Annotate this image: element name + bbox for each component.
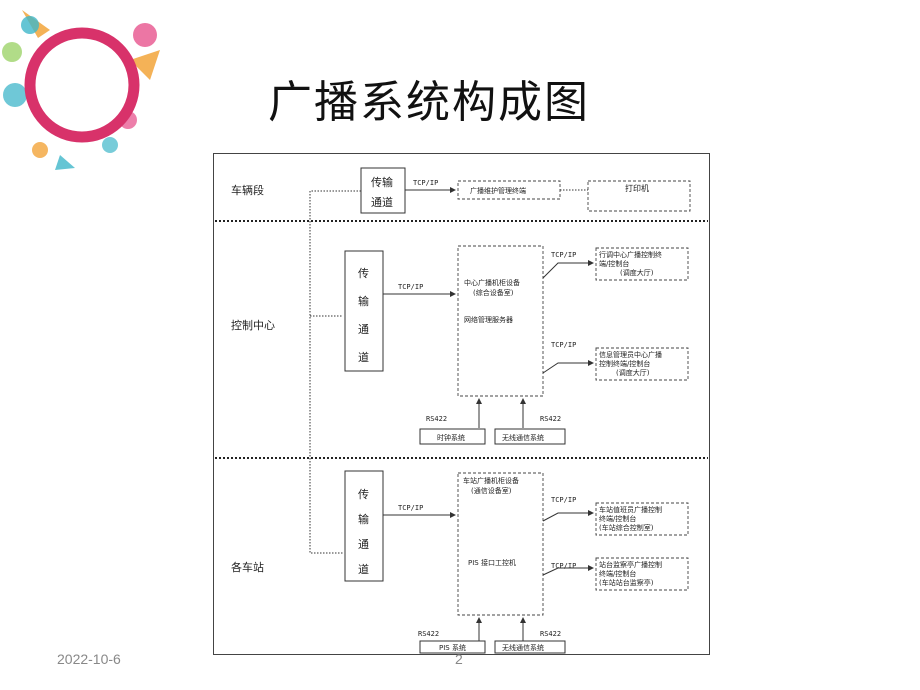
diagram-protocols-rs422: RS422 bbox=[418, 630, 439, 638]
decorative-logo-icon bbox=[2, 10, 160, 170]
diagram-control-dispatch-terminal-1: 端/控制台 bbox=[599, 259, 629, 268]
printer-label: 打印机 bbox=[625, 183, 649, 193]
diagram-control-info-terminal-1: 控制终端/控制台 bbox=[599, 359, 650, 368]
diagram-station-platform-terminal-2: (车站站台监察亭) bbox=[599, 578, 654, 587]
center-cabinet-box bbox=[457, 245, 544, 397]
diagram-station-platform-terminal-0: 站台监察亭广播控制 bbox=[599, 560, 662, 569]
diagram-station-transmission-0: 传 bbox=[358, 488, 369, 501]
station-transmission-box bbox=[344, 470, 384, 582]
path-shape bbox=[542, 260, 594, 279]
diagram-station-transmission-3: 道 bbox=[358, 562, 369, 576]
duty-terminal-box bbox=[595, 502, 689, 536]
diagram-protocols-tcp: TCP/IP bbox=[413, 179, 438, 187]
depot-transmission-line1: 传输 bbox=[371, 175, 393, 189]
diagram-station-duty-terminal-2: (车站综合控制室) bbox=[599, 523, 654, 532]
depot-maintenance-terminal: 广播维护管理终端 bbox=[470, 186, 526, 195]
broadcast-system-diagram: 车辆段 控制中心 各车站 传输 通道 TCP/IP 广播维护管理终端 打印机 传… bbox=[213, 153, 710, 655]
diagram-control-dispatch-terminal-2: (调度大厅) bbox=[620, 268, 654, 277]
diagram-station-duty-terminal-1: 终端/控制台 bbox=[599, 514, 636, 523]
diagram-control-info-terminal-2: (调度大厅) bbox=[616, 368, 650, 377]
diagram-control-transmission-1: 输 bbox=[358, 294, 369, 308]
printer-box bbox=[587, 180, 691, 212]
path-shape bbox=[542, 565, 594, 576]
section-label-depot: 车辆段 bbox=[231, 183, 264, 197]
station-radio-system-label: 无线通信系统 bbox=[502, 643, 544, 652]
section-label-control: 控制中心 bbox=[231, 318, 275, 332]
diagram-station-transmission-1: 输 bbox=[358, 512, 369, 526]
diagram-station-transmission-2: 通 bbox=[358, 538, 369, 551]
diagram-protocols-tcp: TCP/IP bbox=[551, 496, 576, 504]
diagram-control-dispatch-terminal-0: 行调中心广播控制终 bbox=[599, 250, 662, 259]
depot-transmission-line2: 通道 bbox=[371, 195, 393, 209]
clock-system-box bbox=[419, 428, 486, 445]
center-cabinet-line2: (综合设备室) bbox=[473, 288, 514, 297]
diagram-control-transmission-2: 通 bbox=[358, 323, 369, 336]
station-radio-system-box bbox=[494, 640, 566, 654]
page-title: 广播系统构成图 bbox=[268, 77, 590, 128]
center-cabinet-line1: 中心广播机柜设备 bbox=[464, 278, 520, 287]
diagram-control-info-terminal-0: 信息管理员中心广播 bbox=[599, 350, 662, 359]
diagram-protocols-rs422: RS422 bbox=[540, 630, 561, 638]
diagram-protocols-rs422: RS422 bbox=[426, 415, 447, 423]
diagram-protocols-tcp: TCP/IP bbox=[551, 341, 576, 349]
diagram-protocols-rs422: RS422 bbox=[540, 415, 561, 423]
footer-date: 2022-10-6 bbox=[57, 651, 121, 667]
center-radio-system-box bbox=[494, 428, 566, 445]
diagram-protocols-tcp: TCP/IP bbox=[551, 251, 576, 259]
diagram-control-transmission-0: 传 bbox=[358, 267, 369, 280]
center-radio-system-label: 无线通信系统 bbox=[502, 433, 544, 442]
station-cabinet-box bbox=[457, 472, 544, 616]
section-label-station: 各车站 bbox=[231, 560, 264, 574]
dispatch-terminal-box bbox=[595, 247, 689, 281]
footer-page-number: 2 bbox=[455, 651, 463, 667]
info-terminal-box bbox=[595, 347, 689, 381]
diagram-protocols-tcp: TCP/IP bbox=[551, 562, 576, 570]
station-cabinet-line2: (通信设备室) bbox=[471, 486, 512, 495]
station-cabinet-line1: 车站广播机柜设备 bbox=[463, 476, 519, 485]
clock-system-label: 时钟系统 bbox=[437, 433, 465, 442]
diagram-protocols-tcp: TCP/IP bbox=[398, 504, 423, 512]
path-shape bbox=[542, 360, 594, 374]
path-shape bbox=[542, 510, 594, 522]
pis-system-box bbox=[419, 640, 486, 654]
pis-system-label: PIS 系统 bbox=[439, 643, 466, 652]
diagram-protocols-tcp: TCP/IP bbox=[398, 283, 423, 291]
backbone-link bbox=[309, 190, 361, 554]
platform-terminal-box bbox=[595, 557, 689, 591]
diagram-control-transmission-3: 道 bbox=[358, 350, 369, 364]
diagram-station-duty-terminal-0: 车站值班员广播控制 bbox=[599, 505, 662, 514]
control-transmission-box bbox=[344, 250, 384, 372]
pis-computer-label: PIS 接口工控机 bbox=[468, 558, 516, 567]
diagram-station-platform-terminal-1: 终端/控制台 bbox=[599, 569, 636, 578]
network-server-label: 网络管理服务器 bbox=[464, 315, 513, 324]
